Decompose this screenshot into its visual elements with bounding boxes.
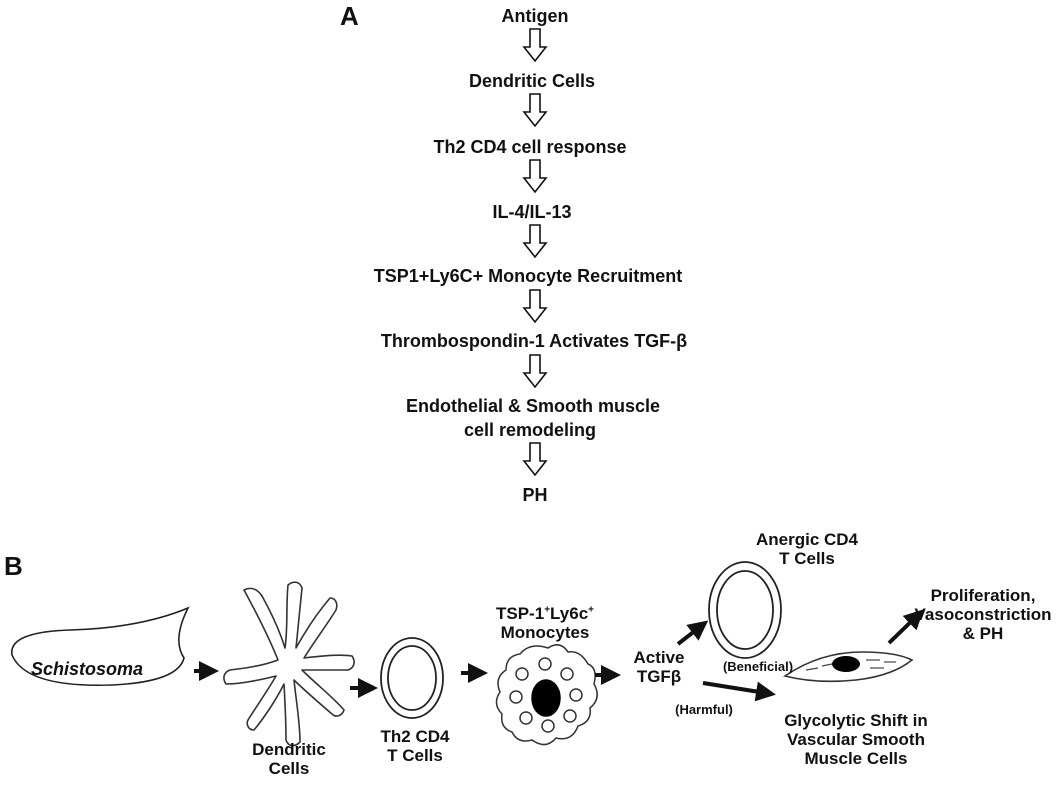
- glycolytic-shift-label: Glycolytic Shift in Vascular Smooth Musc…: [784, 711, 928, 769]
- step-ph: PH: [522, 485, 548, 505]
- dendritic-cell-shape: [223, 581, 355, 747]
- step-remodeling-line1: Endothelial & Smooth muscle: [405, 396, 661, 416]
- step-th2-response: Th2 CD4 cell response: [433, 137, 627, 157]
- active-tgf-label: Active TGFβ: [633, 648, 685, 687]
- down-arrow-5: [522, 289, 548, 324]
- flow-arrows-panel-a: [522, 28, 548, 477]
- schistosoma-shape: [11, 606, 190, 687]
- anergic-cells-label: Anergic CD4 T Cells: [755, 530, 859, 569]
- outcome-label: Proliferation, Vasoconstriction & PH: [914, 586, 1052, 644]
- flow-arrows-panel-b: [194, 609, 924, 702]
- step-il4-il13: IL-4/IL-13: [492, 202, 572, 222]
- arrow-tgf-to-smooth-muscle: [702, 681, 776, 702]
- down-arrow-3: [522, 159, 548, 194]
- monocyte-shape: [495, 644, 598, 746]
- dendritic-cells-label: Dendritic Cells: [252, 740, 326, 779]
- step-monocyte-recruitment: TSP1+Ly6C+ Monocyte Recruitment: [373, 266, 683, 286]
- panel-a-label: A: [340, 1, 359, 31]
- down-arrow-1: [522, 28, 548, 63]
- step-remodeling-line2: cell remodeling: [463, 420, 597, 440]
- down-arrow-4: [522, 224, 548, 259]
- arrow-tgf-to-anergic: [676, 620, 709, 646]
- step-dendritic-cells: Dendritic Cells: [468, 71, 596, 91]
- down-arrow-7: [522, 442, 548, 477]
- schistosoma-label: Schistosoma: [30, 659, 144, 679]
- panel-b-label: B: [4, 551, 23, 581]
- step-antigen: Antigen: [501, 6, 569, 26]
- arrow-smooth-muscle-to-outcome: [887, 609, 924, 645]
- down-arrow-2: [522, 93, 548, 128]
- anergic-cell-shape: [708, 561, 782, 659]
- th2-cells-label: Th2 CD4 T Cells: [380, 727, 450, 766]
- th2-cell-shape: [380, 637, 444, 719]
- monocytes-label: TSP-1+Ly6c+ Monocytes: [496, 604, 594, 643]
- beneficial-label: (Beneficial): [722, 659, 794, 674]
- smooth-muscle-cell-shape: [783, 651, 914, 683]
- down-arrow-6: [522, 354, 548, 389]
- harmful-label: (Harmful): [675, 702, 733, 717]
- step-tsp1-activates-tgf: Thrombospondin-1 Activates TGF-β: [380, 331, 688, 351]
